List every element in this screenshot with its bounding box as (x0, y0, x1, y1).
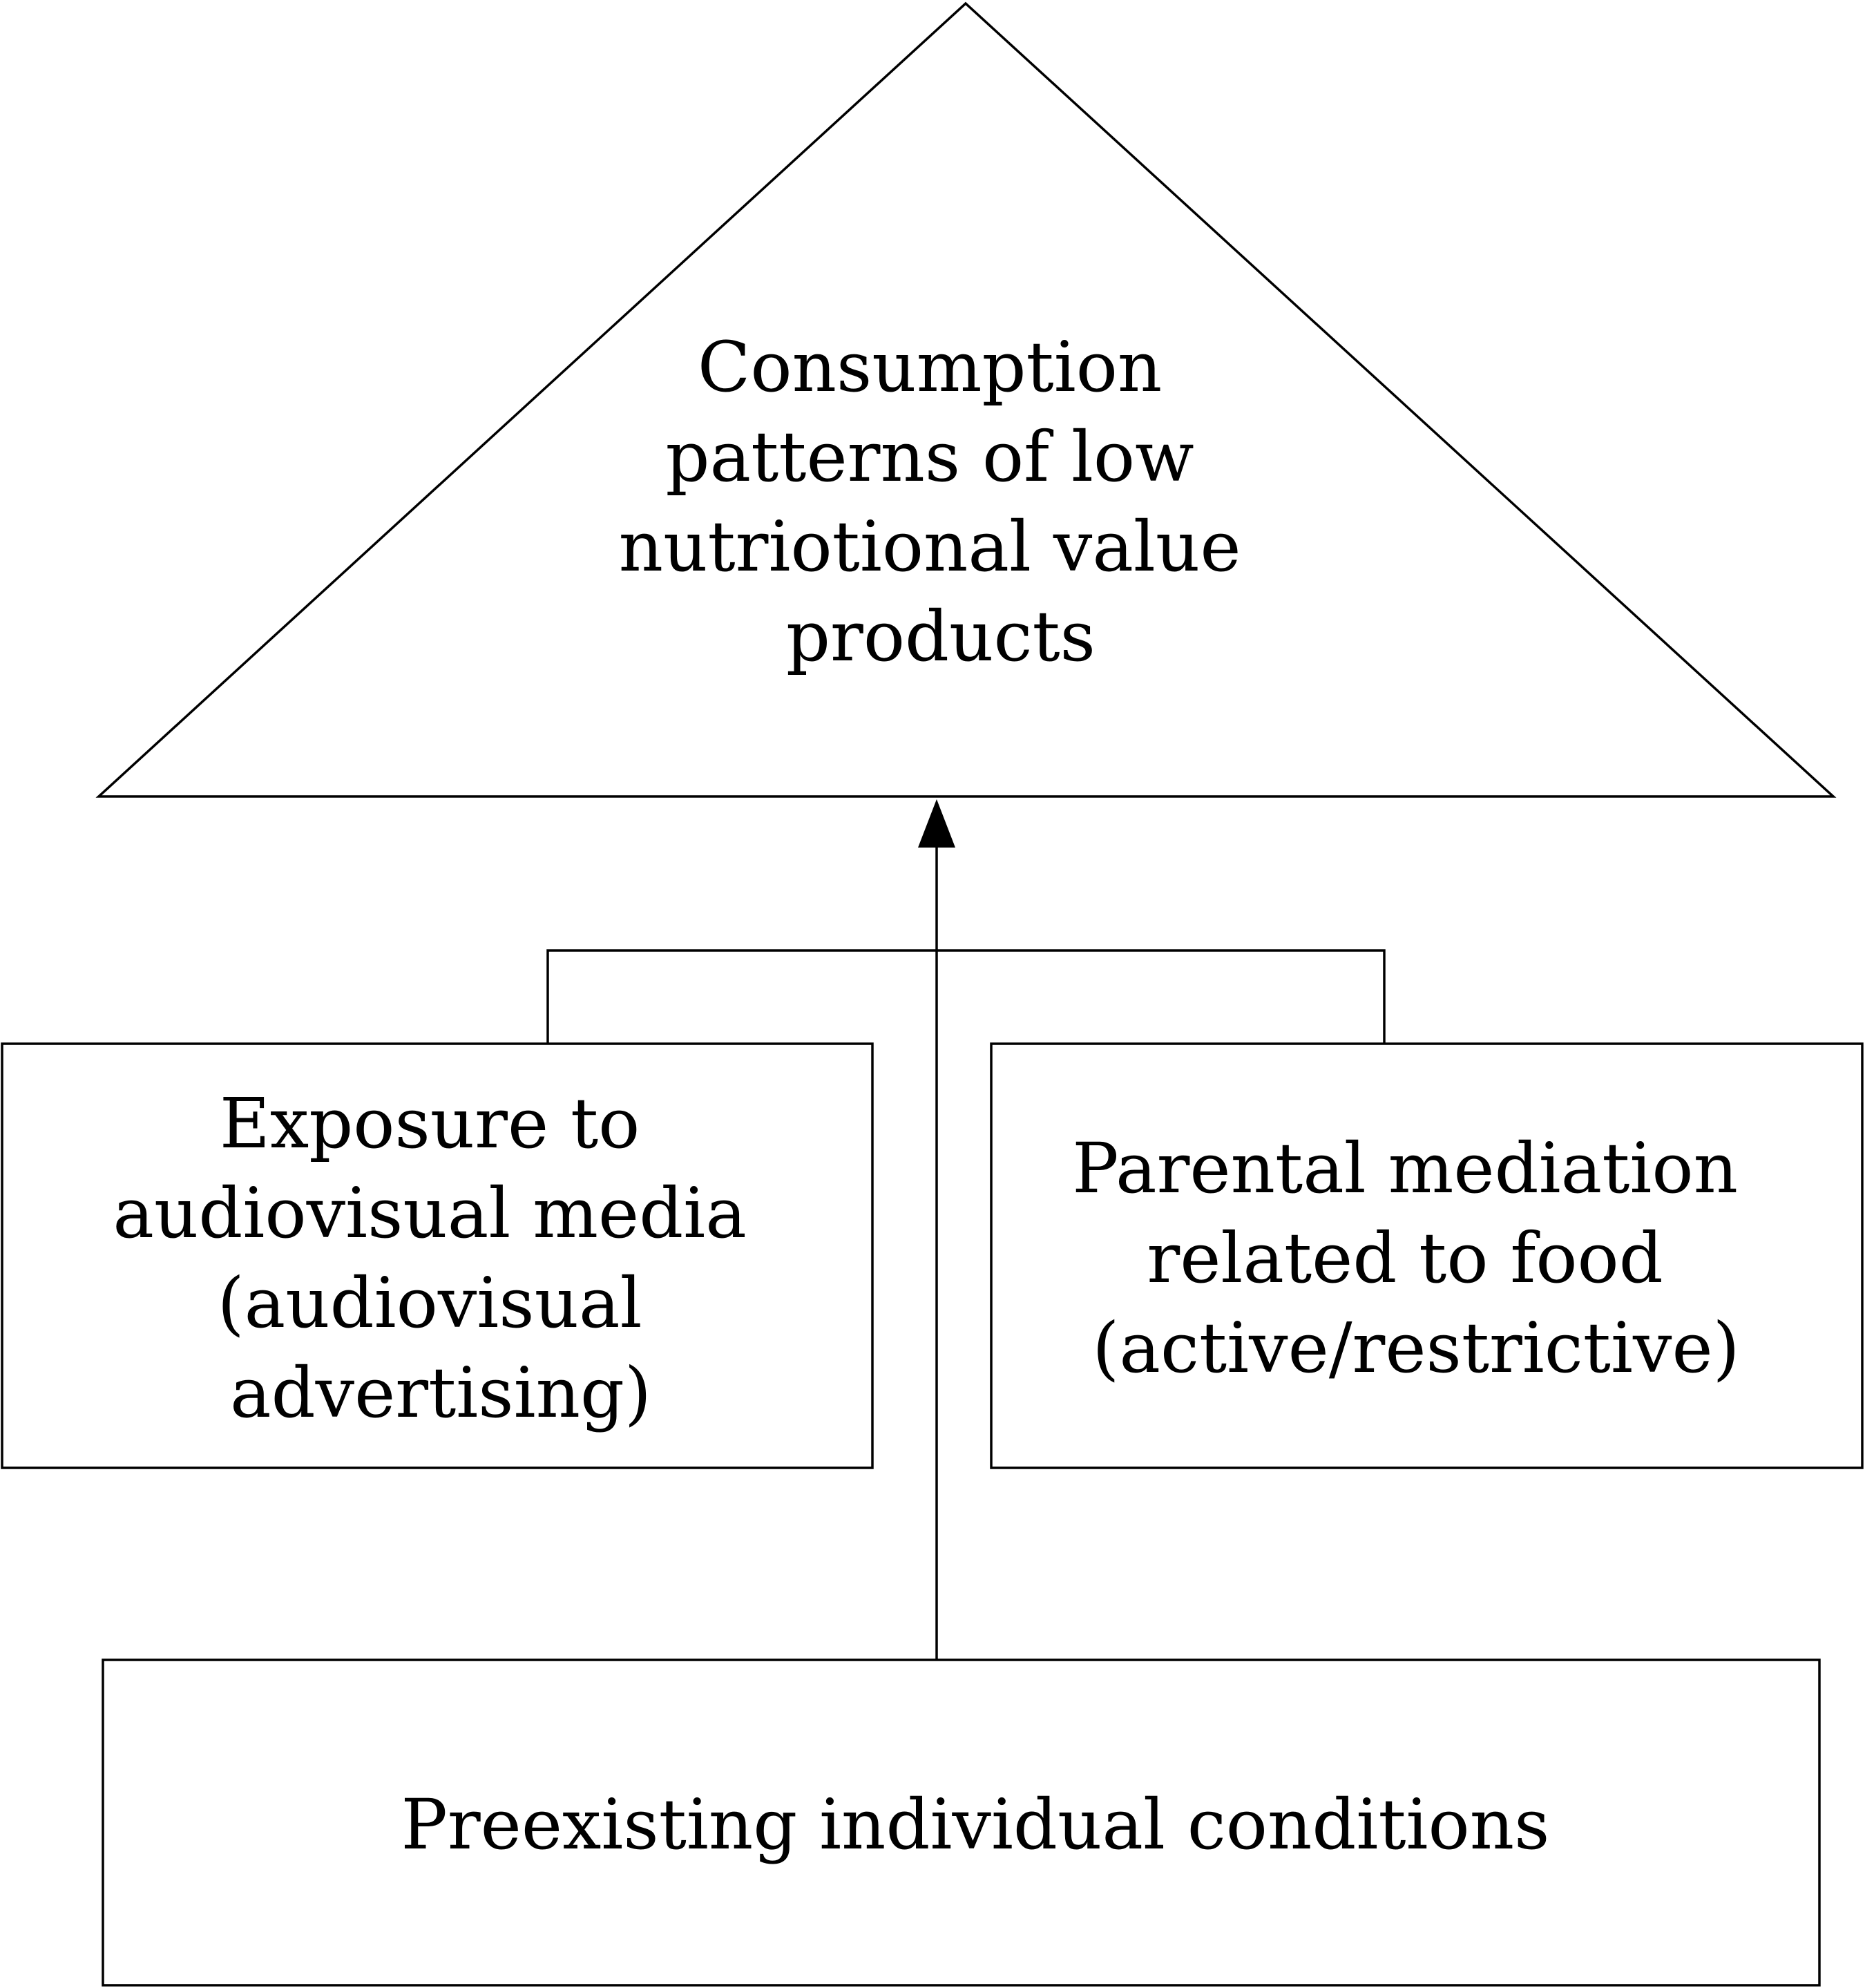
media-exposure-rect (1, 1042, 874, 1469)
media-exposure-label-line: Exposure to (220, 1083, 640, 1164)
parental-mediation-label-line: Parental mediation (1072, 1128, 1738, 1209)
media-exposure-label-line: audiovisual media (113, 1173, 746, 1254)
media-exposure-label-line: (audiovisual (218, 1263, 642, 1344)
triangle-shape (95, 1, 1837, 798)
parental-mediation-label: Parental mediation related to food (acti… (1072, 1128, 1760, 1388)
parental-mediation-label-line: (active/restrictive) (1092, 1308, 1739, 1388)
parental-mediation-label-line: related to food (1147, 1218, 1663, 1299)
preexisting-conditions-label-line: Preexisting individual conditions (401, 1784, 1550, 1865)
preexisting-conditions-box: Preexisting individual conditions (102, 1659, 1821, 1987)
media-exposure-label-line: advertising) (230, 1353, 651, 1433)
bracket-connector (546, 949, 1386, 1044)
arrowhead-icon (918, 799, 955, 848)
parental-mediation-rect (990, 1042, 1864, 1469)
triangle-label-line: patterns of low (665, 417, 1194, 497)
parental-mediation-box: Parental mediation related to food (acti… (990, 1042, 1864, 1469)
outcome-triangle: Consumption patterns of low nutriotional… (95, 1, 1837, 798)
preexisting-conditions-label: Preexisting individual conditions (401, 1784, 1550, 1865)
preexisting-conditions-rect (102, 1659, 1821, 1987)
triangle-label: Consumption patterns of low nutriotional… (619, 327, 1263, 677)
triangle-label-line: nutriotional value (619, 506, 1241, 587)
triangle-label-line: Consumption (698, 327, 1162, 408)
media-exposure-box: Exposure to audiovisual media (audiovisu… (1, 1042, 874, 1469)
triangle-label-line: products (786, 596, 1096, 677)
media-exposure-label: Exposure to audiovisual media (audiovisu… (113, 1083, 768, 1433)
